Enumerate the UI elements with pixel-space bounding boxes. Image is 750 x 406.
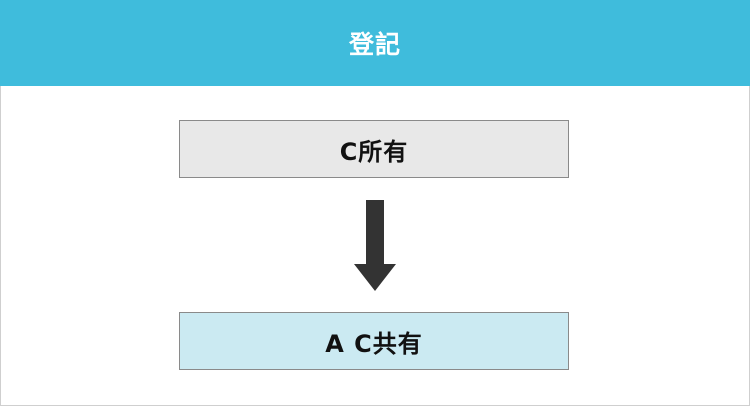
arrow-head [354,264,396,291]
header-title: 登記 [348,30,401,59]
from-state-label: C所有 [339,137,409,166]
down-arrow-icon [354,200,396,291]
from-state-box: C所有 [179,120,569,178]
header-banner: 登記 [0,0,750,86]
to-state-box: A C共有 [179,312,569,370]
to-state-label: A C共有 [325,329,423,358]
arrow-shaft [366,200,384,264]
